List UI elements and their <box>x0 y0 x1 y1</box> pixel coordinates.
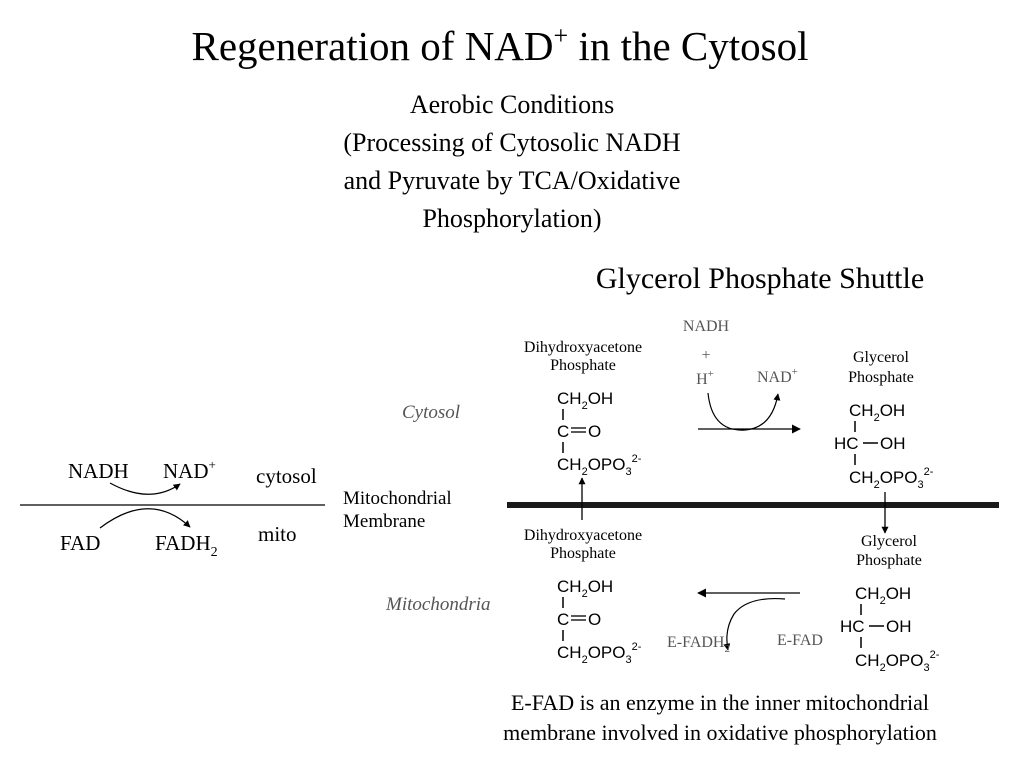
svg-text:OH: OH <box>880 434 906 453</box>
svg-text:CH2OH: CH2OH <box>855 584 911 607</box>
dhap-top-label-1: Dihydroxyacetone <box>524 339 642 356</box>
g3p-bottom-structure: CH2OH HC OH CH2OPO32- <box>840 584 940 674</box>
top-cofactor-arrow <box>707 392 781 431</box>
efad-label: E-FAD <box>777 632 823 649</box>
dhap-bottom-label-2: Phosphate <box>550 545 616 562</box>
efad-note: E-FAD is an enzyme in the inner mitochon… <box>450 688 990 748</box>
note-line-1: E-FAD is an enzyme in the inner mitochon… <box>510 690 930 715</box>
top-nadh-label: NADH <box>683 318 730 335</box>
svg-text:O: O <box>588 610 601 629</box>
svg-text:CH2OPO32-: CH2OPO32- <box>557 453 642 478</box>
svg-text:C: C <box>557 422 569 441</box>
svg-text:CH2OH: CH2OH <box>849 401 905 424</box>
svg-text:HC: HC <box>840 617 865 636</box>
left-nadh-label: NADH <box>68 459 129 483</box>
dhap-bottom-label-1: Dihydroxyacetone <box>524 527 642 544</box>
dhap-top-label-2: Phosphate <box>550 357 616 374</box>
svg-text:CH2OH: CH2OH <box>557 577 613 600</box>
subtitle-line-4: Phosphorylation) <box>422 204 602 233</box>
subtitle-line-1: Aerobic Conditions <box>409 90 615 119</box>
svg-text:CH2OPO32-: CH2OPO32- <box>557 641 642 666</box>
top-plus-label: + <box>701 347 710 364</box>
cytosol-label: Cytosol <box>402 402 460 423</box>
g3p-top-structure: CH2OH HC OH CH2OPO32- <box>834 401 934 491</box>
efadh2-label: E-FADH2 <box>667 634 730 655</box>
g3p-top-label-2: Phosphate <box>848 369 914 386</box>
g3p-bottom-label-1: Glycerol <box>861 533 918 550</box>
top-nad-label: NAD+ <box>757 366 798 386</box>
svg-text:CH2OPO32-: CH2OPO32- <box>855 649 940 674</box>
top-h-label: H+ <box>696 368 714 388</box>
left-fadh2-label: FADH2 <box>155 531 218 560</box>
subtitle-line-3: and Pyruvate by TCA/Oxidative <box>343 166 681 195</box>
svg-text:OH: OH <box>886 617 912 636</box>
mito-membrane-label-1: Mitochondrial <box>343 488 452 509</box>
dhap-top-structure: CH2OH C O CH2OPO32- <box>557 389 642 478</box>
subtitle: Aerobic Conditions (Processing of Cytoso… <box>0 86 1024 238</box>
dhap-bottom-structure: CH2OH C O CH2OPO32- <box>557 577 642 666</box>
left-scheme: NADH NAD+ cytosol mito FAD FADH2 <box>20 457 325 560</box>
slide-title: Regeneration of NAD+ in the Cytosol <box>191 21 809 70</box>
bottom-cofactor-arrow <box>723 597 786 651</box>
svg-text:O: O <box>588 422 601 441</box>
mitochondrial-membrane <box>507 502 999 508</box>
left-cytosol-label: cytosol <box>256 464 317 488</box>
mito-membrane-label-2: Membrane <box>343 511 425 532</box>
mitochondria-label: Mitochondria <box>385 594 491 615</box>
left-mito-label: mito <box>258 522 297 546</box>
svg-text:CH2OH: CH2OH <box>557 389 613 412</box>
svg-text:HC: HC <box>834 434 859 453</box>
left-nad-label: NAD+ <box>163 457 216 483</box>
note-line-2: membrane involved in oxidative phosphory… <box>503 720 937 745</box>
shuttle-title: Glycerol Phosphate Shuttle <box>595 262 925 295</box>
g3p-bottom-label-2: Phosphate <box>856 552 922 569</box>
left-fad-label: FAD <box>60 531 100 555</box>
g3p-top-label-1: Glycerol <box>853 349 910 366</box>
left-nadh-arrow <box>109 482 181 495</box>
subtitle-line-2: (Processing of Cytosolic NADH <box>343 128 681 157</box>
svg-text:C: C <box>557 610 569 629</box>
svg-text:CH2OPO32-: CH2OPO32- <box>849 466 934 491</box>
left-fad-arrow <box>99 508 191 529</box>
